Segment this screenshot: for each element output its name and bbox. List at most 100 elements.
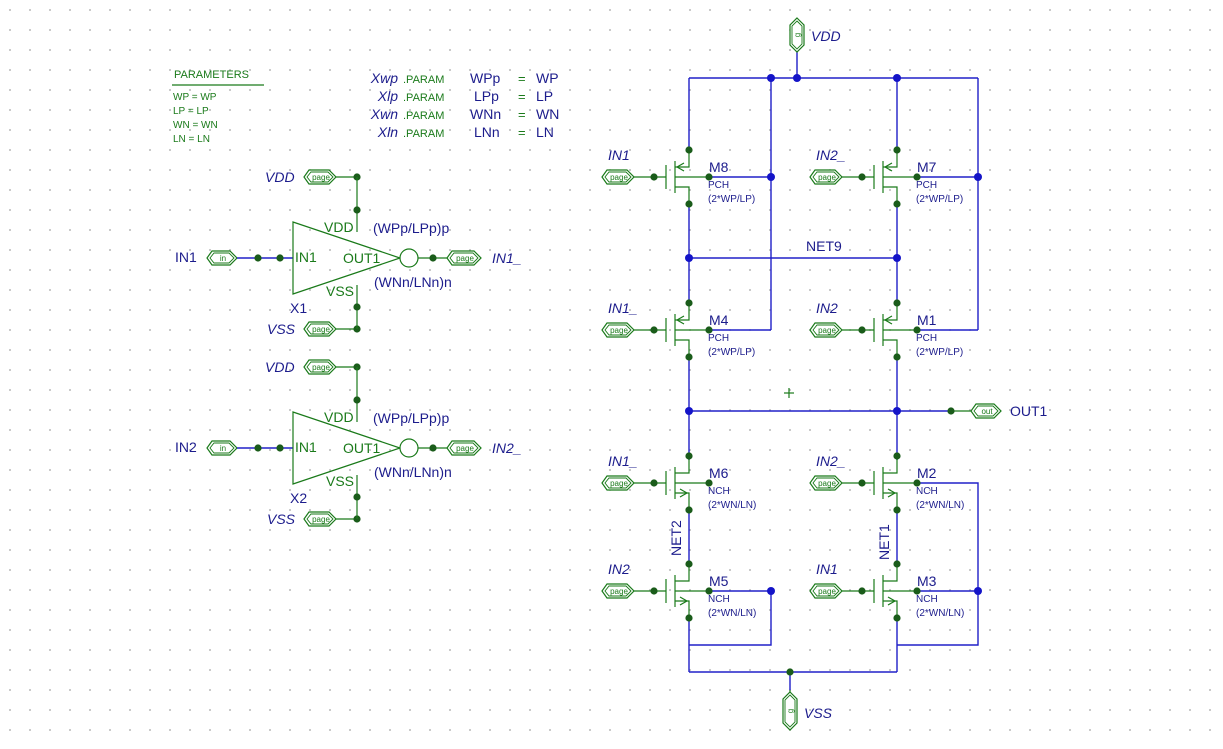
net2-label: NET2 [668,520,684,556]
transistor-size: (2*WP/LP) [916,194,963,205]
parameters-block[interactable]: PARAMETERS WP = WP LP = LP WN = WN LN = … [172,69,264,145]
port-glyph: page [818,173,836,182]
drain-lead [675,303,690,321]
port-glyph: out [981,407,993,416]
vdd-page-connector[interactable]: page [303,359,337,375]
gate-page-connector[interactable]: page [809,322,843,338]
input-net-label: IN2 [175,439,197,455]
transistor-type: PCH [708,333,729,344]
source-lead [675,492,690,510]
param-table[interactable]: Xwp .PARAM WPp = WP Xlp .PARAM LPp = LP … [370,70,560,140]
port-shape [789,17,805,53]
vss-page-connector[interactable]: page [303,511,337,527]
nmos-arrow [887,596,896,606]
input-port-connector[interactable]: in [206,250,238,266]
junction-dot [353,396,361,404]
source-lead [883,186,898,204]
output-net-label: IN1_ [492,250,522,266]
junction-dot [893,407,901,415]
junction-dot [767,587,775,595]
gate-net-label: IN1_ [608,453,638,469]
gate-page-connector[interactable]: page [601,475,635,491]
out1-port-connector[interactable]: out [970,403,1002,419]
output-page-connector[interactable]: page [446,250,482,266]
gate-page-connector[interactable]: page [809,169,843,185]
port-glyph: page [610,479,628,488]
port-shape-inner [791,20,803,50]
port-shape [782,691,798,731]
junction-dot [893,146,901,154]
port-glyph: page [312,363,330,372]
junction-dot [650,587,658,595]
junction-dot [705,173,713,181]
port-shape-inner [209,442,235,454]
junction-dot [893,614,901,622]
gate-page-connector[interactable]: page [601,583,635,599]
param-equals: = [518,125,526,140]
junction-dot [793,74,801,82]
junction-dot [913,173,921,181]
port-shape [446,440,482,456]
port-shape [303,359,337,375]
param-instance: Xln [377,124,398,140]
output-page-connector[interactable]: page [446,440,482,456]
gate-net-label: IN1_ [608,300,638,316]
gate-page-connector[interactable]: page [809,475,843,491]
junction-dot [685,452,693,460]
junction-dot [974,173,982,181]
junction-dot [893,200,901,208]
gate-page-connector[interactable]: page [601,322,635,338]
vss-page-connector[interactable]: page [303,321,337,337]
port-shape [303,169,337,185]
junction-dot [685,254,693,262]
port-shape-inner [209,252,235,264]
junction-dot [685,407,693,415]
transistor-ref: M1 [917,312,937,328]
nmos-arrow [679,596,688,606]
param-rhs: LP [536,88,553,104]
port-shape [809,322,843,338]
port-shape [303,321,337,337]
pin-vdd-label: VDD [324,219,354,235]
junction-dot [353,303,361,311]
vss-global-connector[interactable]: g [782,691,798,731]
param-equals: = [518,89,526,104]
junction-dot [276,444,284,452]
gate-page-connector[interactable]: page [809,583,843,599]
gate-net-label: IN1 [816,561,838,577]
gate-net-label: IN1 [608,147,630,163]
junction-dot [947,407,955,415]
vdd-page-connector[interactable]: page [303,169,337,185]
junction-dot [650,326,658,334]
port-shape [303,511,337,527]
wire-segment [689,590,772,646]
net1-label: NET1 [876,524,892,560]
vdd-global-connector[interactable]: g [789,17,805,53]
vdd-label: VDD [265,169,295,185]
instance-ref: X1 [290,300,307,316]
input-port-connector[interactable]: in [206,440,238,456]
transistor-ref: M6 [709,465,729,481]
port-glyph: g [786,709,795,713]
port-shape [601,322,635,338]
port-glyph: page [818,326,836,335]
port-shape-inner [306,323,334,335]
drain-lead [883,456,898,474]
port-shape-inner [604,585,632,597]
gate-page-connector[interactable]: page [601,169,635,185]
junction-dot [685,614,693,622]
drain-lead [675,456,690,474]
input-net-label: IN1 [175,249,197,265]
param-rhs: WN [536,106,559,122]
junction-dot [893,560,901,568]
